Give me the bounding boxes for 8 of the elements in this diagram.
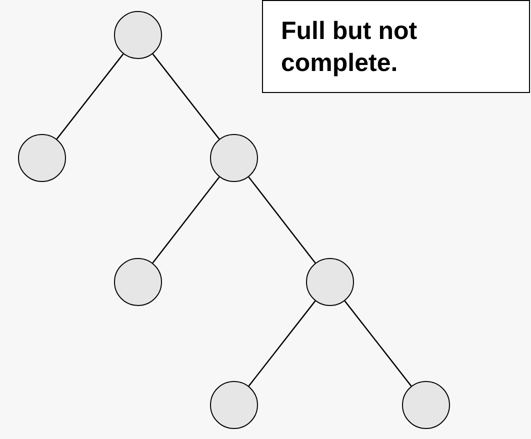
connector-line (248, 300, 316, 386)
note-box (262, 0, 530, 93)
note-text: Full but not complete. (281, 16, 418, 78)
connector-line (152, 176, 220, 264)
connector-line (56, 54, 124, 140)
connector-line (248, 176, 316, 264)
connector-line (152, 54, 220, 140)
connector-line (344, 300, 412, 386)
